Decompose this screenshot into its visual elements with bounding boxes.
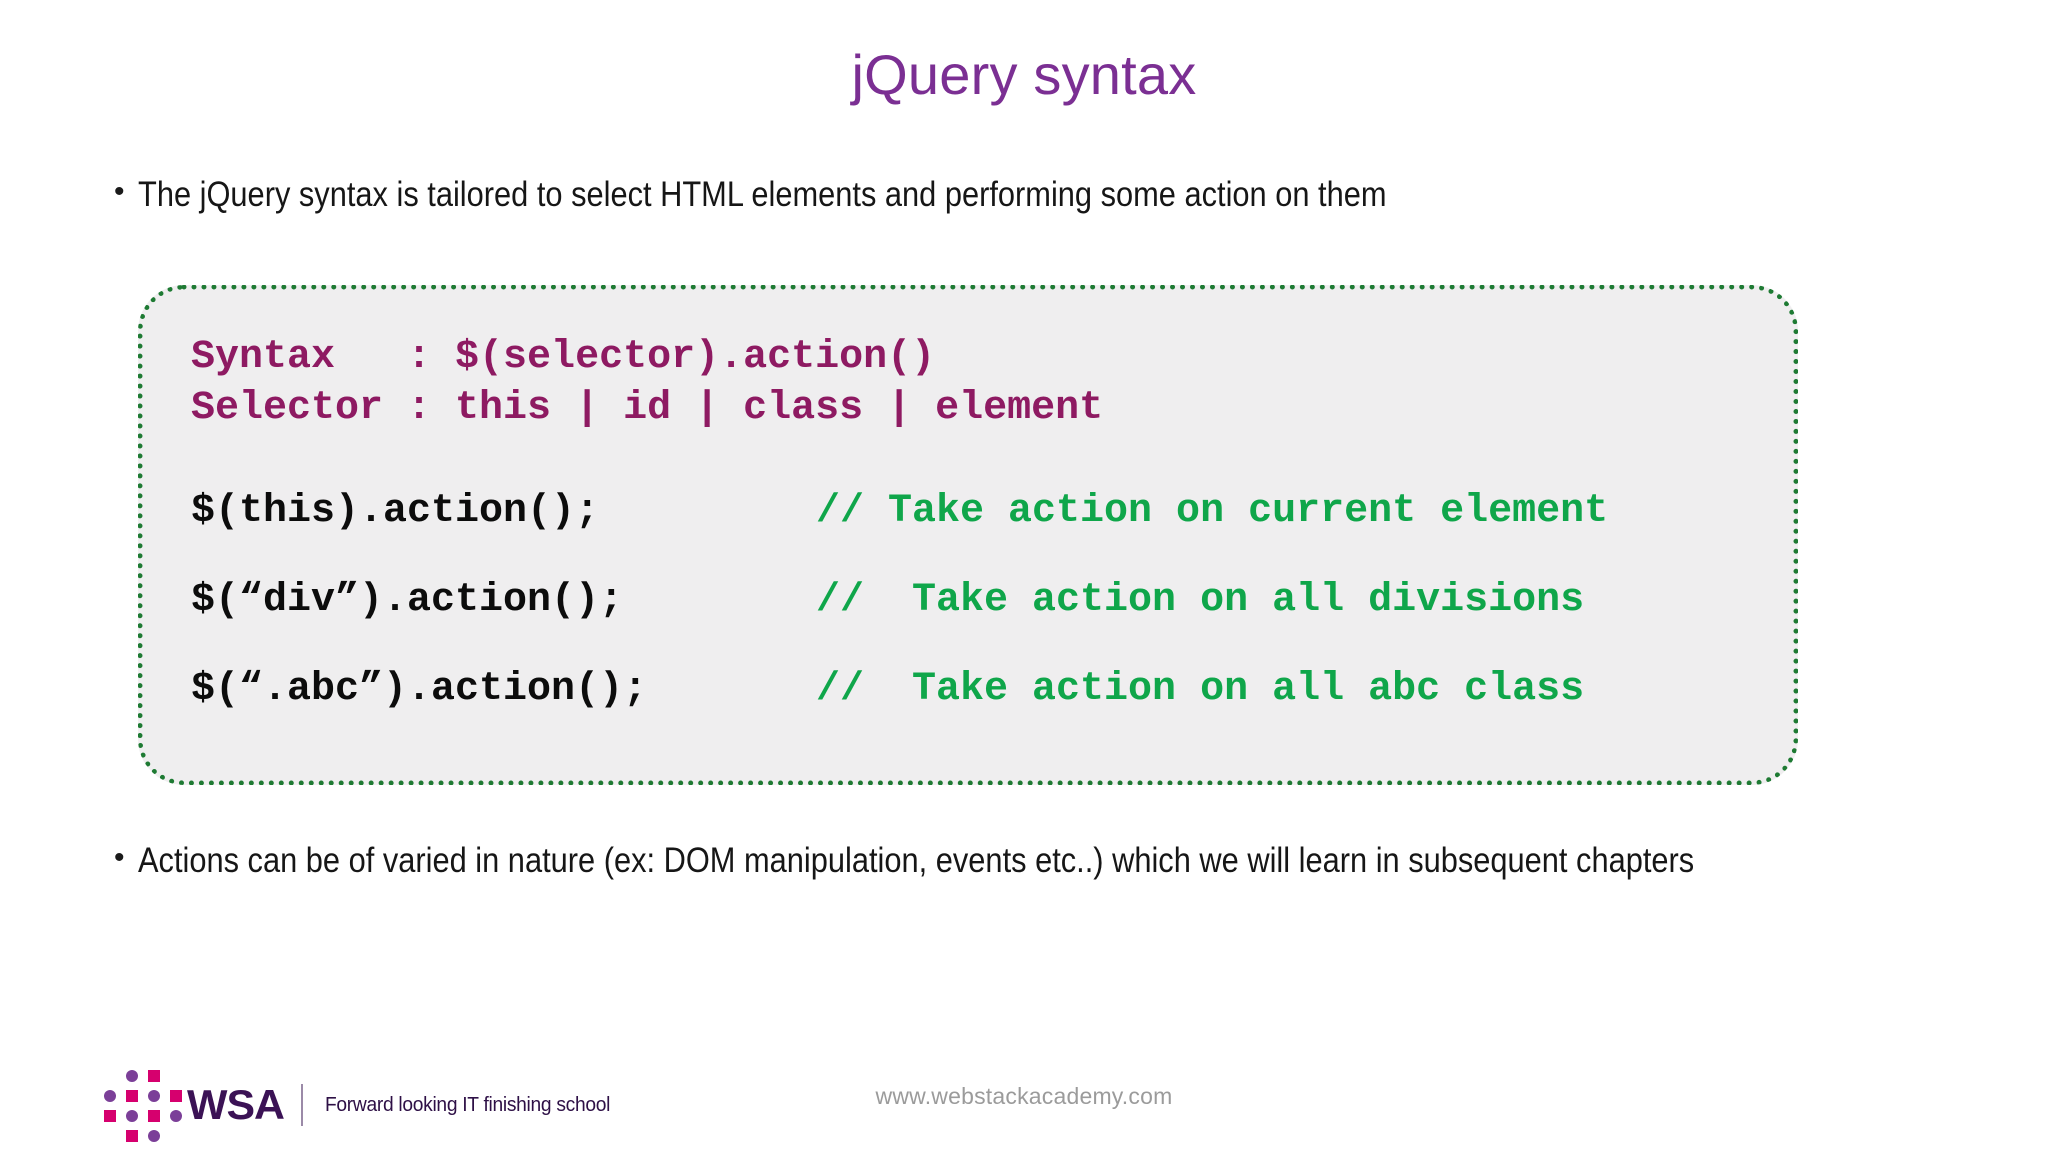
code-statement-1: $(this).action(); [191,489,600,534]
bullet-marker-icon: • [114,841,125,874]
wsa-wordmark: WSA [187,1081,285,1128]
dot-matrix-icon [100,1068,182,1142]
bullet-text-2: Actions can be of varied in nature (ex: … [138,841,1695,880]
code-comment-2: // Take action on all divisions [816,578,1585,623]
code-comment-1: // Take action on current element [816,489,1609,534]
code-example-row-1: $(this).action(); // Take action on curr… [191,486,1793,537]
code-spacer [191,537,1793,575]
code-example-row-2: $(“div”).action(); // Take action on all… [191,575,1793,626]
code-statement-2: $(“div”).action(); [191,578,624,623]
bullet-item-2: • Actions can be of varied in nature (ex… [110,836,1990,886]
logo-tagline: Forward looking IT finishing school [324,1093,611,1116]
footer-url: www.webstackacademy.com [875,1083,1173,1109]
page-title: jQuery syntax [851,43,1197,106]
code-header-line-1: Syntax : $(selector).action() [191,335,936,380]
code-snippet-box: Syntax : $(selector).action() Selector :… [138,285,1798,785]
code-header-line-2: Selector : this | id | class | element [191,386,1104,431]
code-spacer [191,626,1793,664]
code-spacer [191,434,1793,486]
code-example-row-3: $(“.abc”).action(); // Take action on al… [191,664,1793,715]
bullet-text-1: The jQuery syntax is tailored to select … [138,175,1387,214]
logo-divider [301,1084,303,1126]
code-comment-3: // Take action on all abc class [816,667,1585,712]
bullet-item-1: • The jQuery syntax is tailored to selec… [110,170,1990,220]
code-statement-3: $(“.abc”).action(); [191,667,648,712]
wsa-logo: WSA Forward looking IT finishing school [100,1068,616,1142]
bullet-marker-icon: • [114,175,125,208]
